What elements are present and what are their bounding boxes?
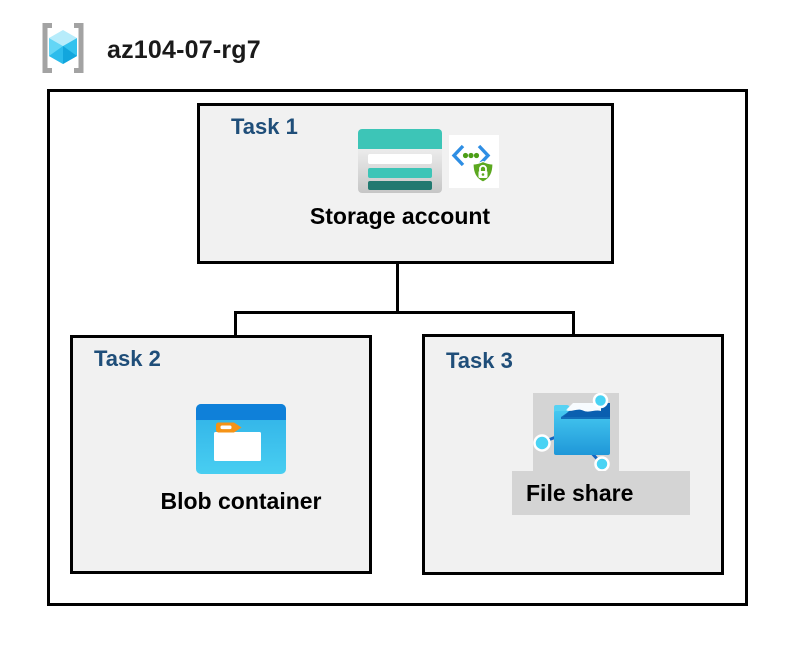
task3-label: Task 3 — [446, 348, 513, 373]
file-share-selection-highlight — [533, 393, 619, 473]
task1-label: Task 1 — [231, 114, 298, 139]
file-share-label: File share — [526, 480, 634, 506]
storage-account-icon — [358, 129, 442, 193]
task1-box: Task 1 Storage account — [197, 103, 614, 264]
sas-lock-icon — [449, 135, 499, 188]
task2-label: Task 2 — [94, 346, 161, 371]
task2-box: Task 2 Blob container — [70, 335, 372, 574]
file-share-icon — [533, 393, 610, 472]
connector-horizontal — [234, 311, 575, 314]
file-share-label-highlight: File share — [512, 471, 690, 515]
connector-storage-stem — [396, 235, 399, 314]
resource-group-name: az104-07-rg7 — [107, 36, 261, 64]
blob-container-icon — [196, 404, 286, 474]
task3-box: Task 3 — [422, 334, 724, 575]
blob-container-label: Blob container — [160, 488, 322, 514]
storage-account-label: Storage account — [309, 203, 491, 229]
resource-group-icon — [42, 23, 84, 73]
